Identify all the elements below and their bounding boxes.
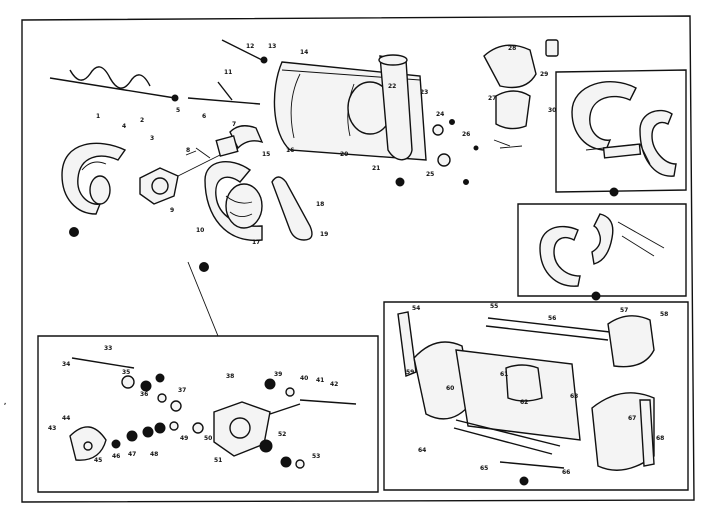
callout-housing-5: 59: [406, 369, 414, 376]
callout-main-8: 9: [170, 207, 174, 214]
callout-main-28: 29: [540, 71, 548, 78]
housing-callouts: 54 55 56 57 58 59 60 61 62 63 64 65 66 67 68: [406, 303, 668, 476]
callout-gearbox-9: 42: [330, 381, 338, 388]
right-auger: [199, 161, 263, 272]
drive-belt: [271, 176, 313, 241]
callout-main-1: 2: [140, 117, 144, 124]
callout-gearbox-14: 47: [128, 451, 136, 458]
rod-pins: [187, 39, 268, 105]
callout-main-11: 12: [246, 43, 254, 50]
callout-gearbox-16: 49: [180, 435, 188, 442]
callout-housing-8: 62: [520, 399, 528, 406]
callout-main-9: 10: [196, 227, 204, 234]
discharge-chute: [378, 54, 413, 187]
callout-main-25: 26: [462, 131, 470, 138]
auger-shaft: [49, 66, 179, 102]
callout-main-19: 20: [340, 151, 348, 158]
callout-main-2: 3: [150, 135, 154, 142]
callout-main-23: 24: [436, 111, 444, 118]
callout-housing-4: 58: [660, 311, 668, 318]
callout-main-5: 6: [202, 113, 206, 120]
inset-housing: 54 55 56 57 58 59 60 61 62 63 64 65 66 67 68: [383, 301, 689, 491]
callout-main-10: 11: [224, 69, 232, 76]
callout-main-18: 19: [320, 231, 328, 238]
callout-gearbox-0: 33: [104, 345, 112, 352]
callout-gearbox-18: 51: [214, 457, 222, 464]
callout-main-29: 30: [548, 107, 556, 114]
inset-auger-right: [555, 69, 687, 197]
callout-main-22: 23: [420, 89, 428, 96]
callout-gearbox-11: 44: [62, 415, 70, 422]
callout-gearbox-10: 43: [48, 425, 56, 432]
callout-main-17: 18: [316, 201, 324, 208]
callout-gearbox-5: 38: [226, 373, 234, 380]
callout-gearbox-6: 39: [274, 371, 282, 378]
callout-housing-2: 56: [548, 315, 556, 322]
callout-main-3: 4: [122, 123, 126, 130]
callout-gearbox-13: 46: [112, 453, 120, 460]
leader-line: [187, 261, 219, 337]
callout-gearbox-19: 52: [278, 431, 286, 438]
callout-main-13: 14: [300, 49, 308, 56]
callout-housing-1: 55: [490, 303, 498, 310]
callout-gearbox-12: 45: [94, 457, 102, 464]
callout-gearbox-7: 40: [300, 375, 308, 382]
callout-housing-13: 67: [628, 415, 636, 422]
callout-main-16: 17: [252, 239, 260, 246]
callout-gearbox-17: 50: [204, 435, 212, 442]
callout-main-0: 1: [96, 113, 100, 120]
callout-main-7: 8: [186, 147, 190, 154]
callout-main-6: 7: [232, 121, 236, 128]
inset-auger-alt: [517, 203, 687, 301]
chute-deflector: [483, 39, 559, 149]
callout-housing-12: 66: [562, 469, 570, 476]
callout-gearbox-3: 36: [140, 391, 148, 398]
left-auger: [61, 142, 127, 237]
callout-housing-14: 68: [656, 435, 664, 442]
callout-housing-0: 54: [412, 305, 420, 312]
callout-main-26: 27: [488, 95, 496, 102]
callout-main-20: 21: [372, 165, 380, 172]
callout-gearbox-8: 41: [316, 377, 324, 384]
callout-housing-9: 63: [570, 393, 578, 400]
callout-main-24: 25: [426, 171, 434, 178]
callout-housing-6: 60: [446, 385, 454, 392]
callout-main-15: 16: [286, 147, 294, 154]
edge-mark: ,: [4, 399, 6, 406]
callout-gearbox-2: 35: [122, 369, 130, 376]
gearbox-callouts: 33 34 35 36 37 38 39 40 41 42 43 44 45 46 47 48 49 50 51 52…: [48, 345, 338, 464]
callout-main-27: 28: [508, 45, 516, 52]
callout-main-4: 5: [176, 107, 180, 114]
callout-main-12: 13: [268, 43, 276, 50]
callout-gearbox-15: 48: [150, 451, 158, 458]
impeller-assembly: [185, 125, 264, 159]
inset-gearbox: 33 34 35 36 37 38 39 40 41 42 43 44 45 46 47 48 49 50 51 52…: [37, 335, 379, 493]
callout-main-21: 22: [388, 83, 396, 90]
callout-gearbox-1: 34: [62, 361, 70, 368]
drawing-border: [21, 15, 695, 503]
callout-housing-11: 65: [480, 465, 488, 472]
callout-housing-10: 64: [418, 447, 426, 454]
callout-housing-7: 61: [500, 371, 508, 378]
callout-housing-3: 57: [620, 307, 628, 314]
bolts: [432, 119, 479, 185]
callout-main-14: 15: [262, 151, 270, 158]
callout-gearbox-4: 37: [178, 387, 186, 394]
callout-gearbox-20: 53: [312, 453, 320, 460]
